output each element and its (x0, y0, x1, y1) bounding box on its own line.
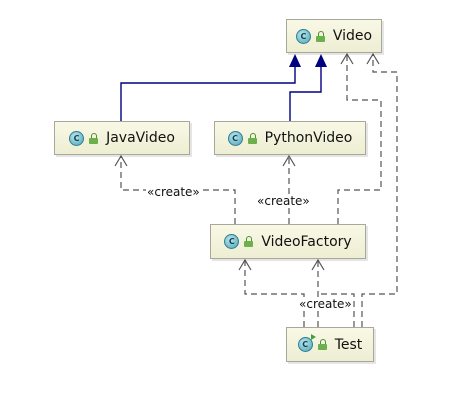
class-name: VideoFactory (261, 233, 352, 250)
dependency-arrow-video-from-test (366, 52, 380, 65)
public-lock-icon (89, 132, 99, 144)
dependency-arrow-videofactory-mid (311, 258, 325, 271)
public-lock-icon (244, 236, 254, 247)
inheritance-arrow-javavideo (289, 54, 301, 67)
class-name: Test (334, 336, 363, 353)
public-lock-icon (317, 339, 328, 350)
class-node-python-video[interactable]: C PythonVideo (214, 121, 366, 155)
public-lock-icon (247, 132, 258, 144)
inheritance-arrow-pythonvideo (315, 54, 327, 67)
run-badge-icon (310, 334, 316, 340)
class-icon: C (224, 234, 240, 249)
class-name: PythonVideo (264, 130, 353, 146)
edge-javavideo-extends-video (120, 67, 296, 121)
dependency-arrow-video-from-factory (340, 52, 354, 65)
class-name: JavaVideo (106, 130, 175, 146)
dependency-arrow-pythonvideo (282, 154, 296, 167)
dependency-arrow-videofactory (238, 258, 252, 271)
class-name: Video (332, 28, 373, 44)
create-label-java-video: «create» (146, 185, 201, 199)
create-label-python-video: «create» (256, 194, 311, 208)
public-lock-icon (315, 30, 326, 42)
edge-videofactory-depends-video (337, 54, 382, 224)
edge-test-creates-videofactory-right (318, 293, 355, 327)
class-icon: C (297, 334, 316, 352)
class-node-java-video[interactable]: C JavaVideo (54, 121, 190, 155)
create-label-video-factory: «create» (298, 297, 353, 311)
class-icon: C (227, 130, 243, 146)
class-icon: C (295, 28, 311, 44)
edge-test-creates-videofactory-left (244, 260, 305, 327)
dependency-arrow-javavideo (114, 154, 128, 167)
class-node-test[interactable]: C Test (286, 327, 374, 362)
edge-pythonvideo-extends-video (289, 67, 322, 121)
class-node-video-factory[interactable]: C VideoFactory (210, 224, 366, 259)
class-node-video[interactable]: C Video (286, 19, 382, 53)
class-icon: C (69, 130, 85, 146)
